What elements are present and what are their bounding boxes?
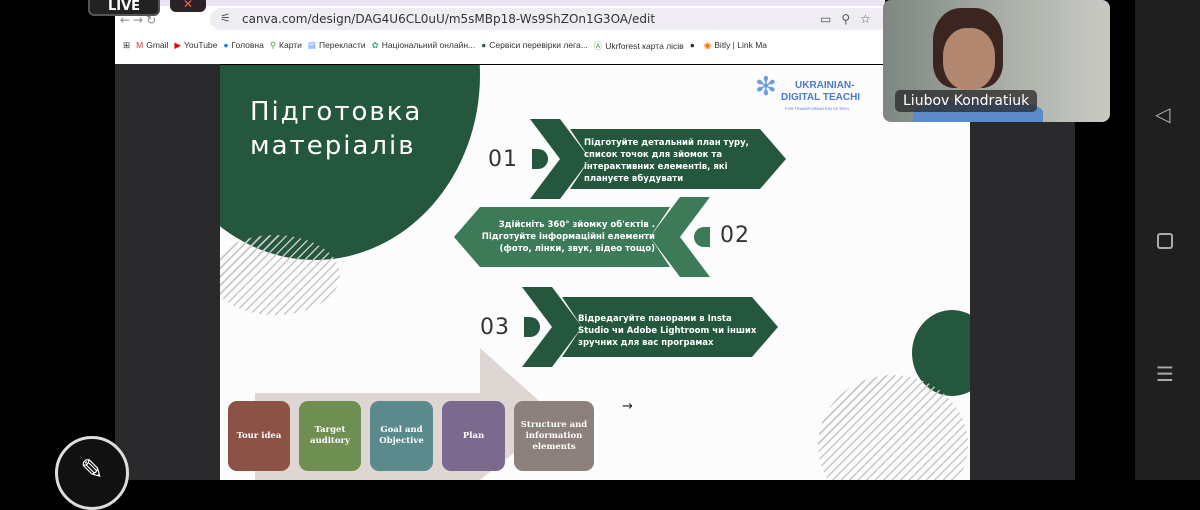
participant-face: [943, 28, 995, 90]
bookmark-label: Перекласти: [318, 40, 366, 50]
title-line-2: матеріалів: [250, 131, 416, 161]
site-settings-icon[interactable]: ⚟: [220, 11, 231, 25]
logo-subtext: FOR TRANSFORMATION OF ENVI: [785, 106, 849, 111]
title-line-1: Підготовка: [250, 97, 423, 127]
recents-icon[interactable]: ☰: [1156, 362, 1174, 386]
star-icon[interactable]: ☆: [860, 12, 881, 26]
bookmark-facebook[interactable]: ●Головна: [223, 40, 264, 50]
process-box-target-auditory: Target auditory: [299, 401, 361, 471]
zoom-icon[interactable]: ⚲: [841, 12, 861, 26]
browser-window: ←→↻ ⚟ canva.com/design/DAG4U6CL0uU/m5sMB…: [115, 0, 890, 64]
process-box-goal: Goal and Objective: [370, 401, 433, 471]
bookmark-services[interactable]: ●Сервіси перевірки лега...: [481, 40, 588, 50]
process-box-structure: Structure and information elements: [514, 401, 594, 471]
step-02-text: Здійсніть 360° зйомку об'єктів . Підготу…: [481, 220, 655, 254]
logo-text: DIGITAL TEACHI: [781, 92, 861, 103]
bookmark-label: Ukrforest карта лісів: [605, 41, 684, 51]
step-02-number: 02: [720, 223, 750, 248]
pencil-icon[interactable]: ✎: [55, 436, 129, 510]
mic-off-icon[interactable]: ✕: [170, 0, 206, 12]
step-03-text: Відредагуйте панорами в Insta Studio чи …: [578, 314, 757, 348]
home-icon[interactable]: [1157, 233, 1173, 249]
tab-strip: [115, 0, 885, 6]
bookmark-youtube[interactable]: ▶YouTube: [174, 40, 218, 50]
slide-canvas[interactable]: Підготовка матеріалів ✻ UKRAINIAN- DIGIT…: [220, 65, 970, 480]
bookmark-bitly[interactable]: ◉Bitly | Link Ma: [703, 40, 768, 50]
participant-name: Liubov Kondratiuk: [895, 90, 1038, 112]
step-01-number: 01: [488, 147, 518, 172]
url-text: canva.com/design/DAG4U6CL0uU/m5sMBp18-Ws…: [242, 12, 656, 26]
arrow-cursor-icon: →: [622, 399, 633, 414]
bookmark-globe[interactable]: ●: [689, 40, 695, 50]
bookmark-maps[interactable]: ⚲Карти: [269, 40, 302, 50]
back-icon[interactable]: ◁: [1155, 102, 1171, 126]
process-box-tour-idea: Tour idea: [228, 401, 290, 471]
bookmark-label: YouTube: [183, 40, 218, 50]
address-bar[interactable]: ⚟ canva.com/design/DAG4U6CL0uU/m5sMBp18-…: [210, 8, 890, 30]
logo: ✻ UKRAINIAN- DIGITAL TEACHI FOR TRANSFOR…: [755, 70, 865, 120]
step-03-arrow: [522, 287, 778, 367]
apps-icon[interactable]: ⊞: [123, 40, 131, 50]
process-box-plan: Plan: [442, 401, 505, 471]
logo-text: UKRAINIAN-: [795, 80, 855, 91]
bookmark-label: Карти: [279, 40, 302, 50]
slide-title: Підготовка матеріалів: [250, 95, 422, 163]
step-01-text: Підготуйте детальний план туру, список т…: [584, 138, 749, 184]
participant-video-tile[interactable]: Liubov Kondratiuk: [883, 0, 1110, 122]
bookmark-translate[interactable]: ▤Перекласти: [307, 40, 366, 50]
step-01-arrow: [530, 119, 786, 199]
bookmark-label: Bitly | Link Ma: [714, 40, 768, 50]
android-nav-bar: ◁ ☰: [1135, 0, 1200, 480]
live-badge: LIVE: [88, 0, 160, 16]
nav-buttons[interactable]: ←→↻: [120, 13, 160, 27]
bookmark-label: Сервіси перевірки лега...: [489, 40, 588, 50]
bookmark-label: Gmail: [146, 40, 169, 50]
step-02-arrow: [454, 197, 710, 277]
bookmark-label: Головна: [231, 40, 264, 50]
editor-background-left: [115, 64, 220, 480]
editor-background-right: [970, 64, 1075, 480]
step-03-number: 03: [480, 315, 510, 340]
logo-molecule-icon: ✻: [755, 72, 777, 102]
bookmark-label: Національний онлайн...: [381, 40, 476, 50]
hatch-decoration: [818, 375, 968, 480]
bookmark-national[interactable]: ✿Національний онлайн...: [371, 40, 476, 50]
cast-icon[interactable]: ▭: [820, 12, 842, 26]
address-bar-icons: ▭⚲☆: [820, 12, 881, 26]
hatch-decoration: [220, 235, 340, 315]
